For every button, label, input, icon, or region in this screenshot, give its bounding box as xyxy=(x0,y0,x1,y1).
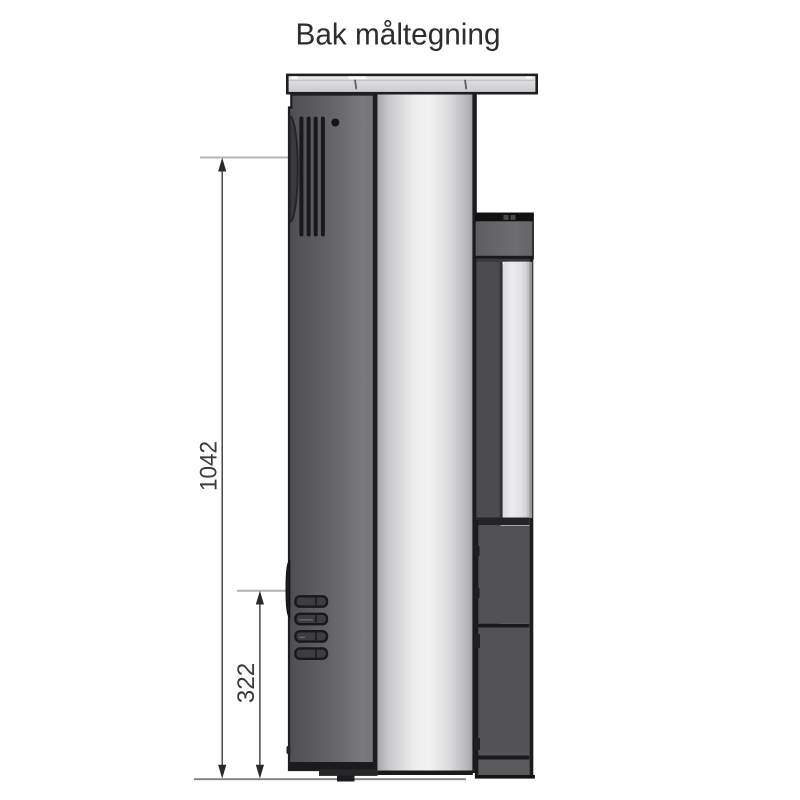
svg-text:1042: 1042 xyxy=(196,441,223,491)
svg-text:322: 322 xyxy=(233,663,260,704)
svg-text:Bak måltegning: Bak måltegning xyxy=(296,18,501,52)
